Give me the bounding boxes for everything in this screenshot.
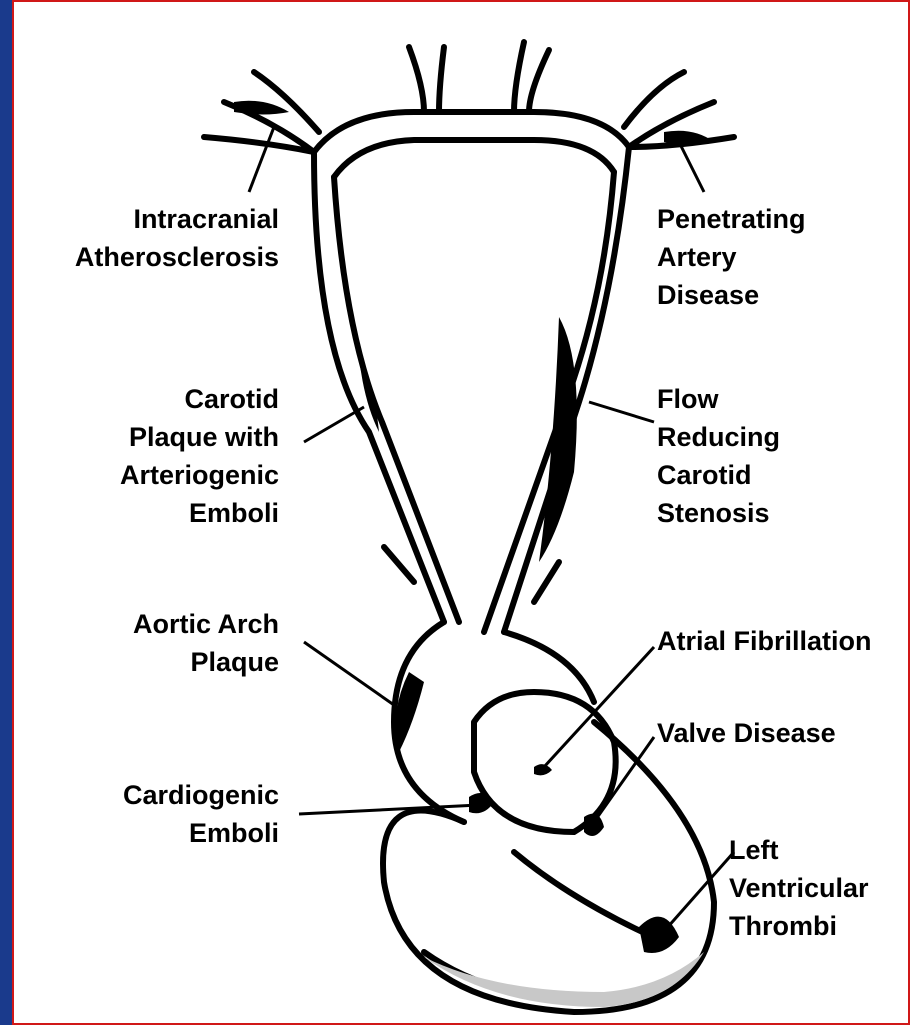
cardiogenic-embolus [469,793,494,813]
label-cardiogenic-emboli: Cardiogenic Emboli [34,776,279,852]
diagram-frame: Intracranial Atherosclerosis Penetrating… [12,0,910,1025]
leader-aortic-arch [304,642,404,712]
myocardium-shading [424,952,704,1007]
central-branch-right [514,42,524,112]
central-branch-right-2 [529,50,549,112]
left-side-branch [384,547,414,582]
leader-atrial-fib [544,647,654,767]
right-carotid-inner [484,172,614,632]
flow-reducing-stenosis [539,317,577,562]
intracranial-plaque [234,101,289,115]
penetrating-plaque [664,131,714,145]
label-aortic-arch-plaque: Aortic Arch Plaque [34,605,279,681]
central-branch-left [409,47,424,112]
label-penetrating-artery-disease: Penetrating Artery Disease [657,200,902,314]
label-carotid-plaque-emboli: Carotid Plaque with Arteriogenic Emboli [34,380,279,532]
leader-intracranial [249,127,274,192]
label-intracranial-atherosclerosis: Intracranial Atherosclerosis [34,200,279,276]
left-carotid-outer [314,152,444,622]
leader-carotid-plaque [304,407,364,442]
leader-cardiogenic [299,805,479,814]
atrial-thrombus [534,764,552,775]
leader-penetrating [679,142,704,192]
label-left-ventricular-thrombi: Left Ventricular Thrombi [729,831,904,945]
leader-lv-thrombi [659,852,734,937]
label-flow-reducing-stenosis: Flow Reducing Carotid Stenosis [657,380,902,532]
label-valve-disease: Valve Disease [657,714,902,752]
label-atrial-fibrillation: Atrial Fibrillation [657,622,907,660]
central-branch-left-2 [439,47,444,112]
leader-flow-reducing [589,402,654,422]
valve-vegetation [584,814,604,836]
cerebral-arch-inner [334,140,614,177]
heart-outline [383,722,714,1012]
right-side-branch [534,562,559,602]
